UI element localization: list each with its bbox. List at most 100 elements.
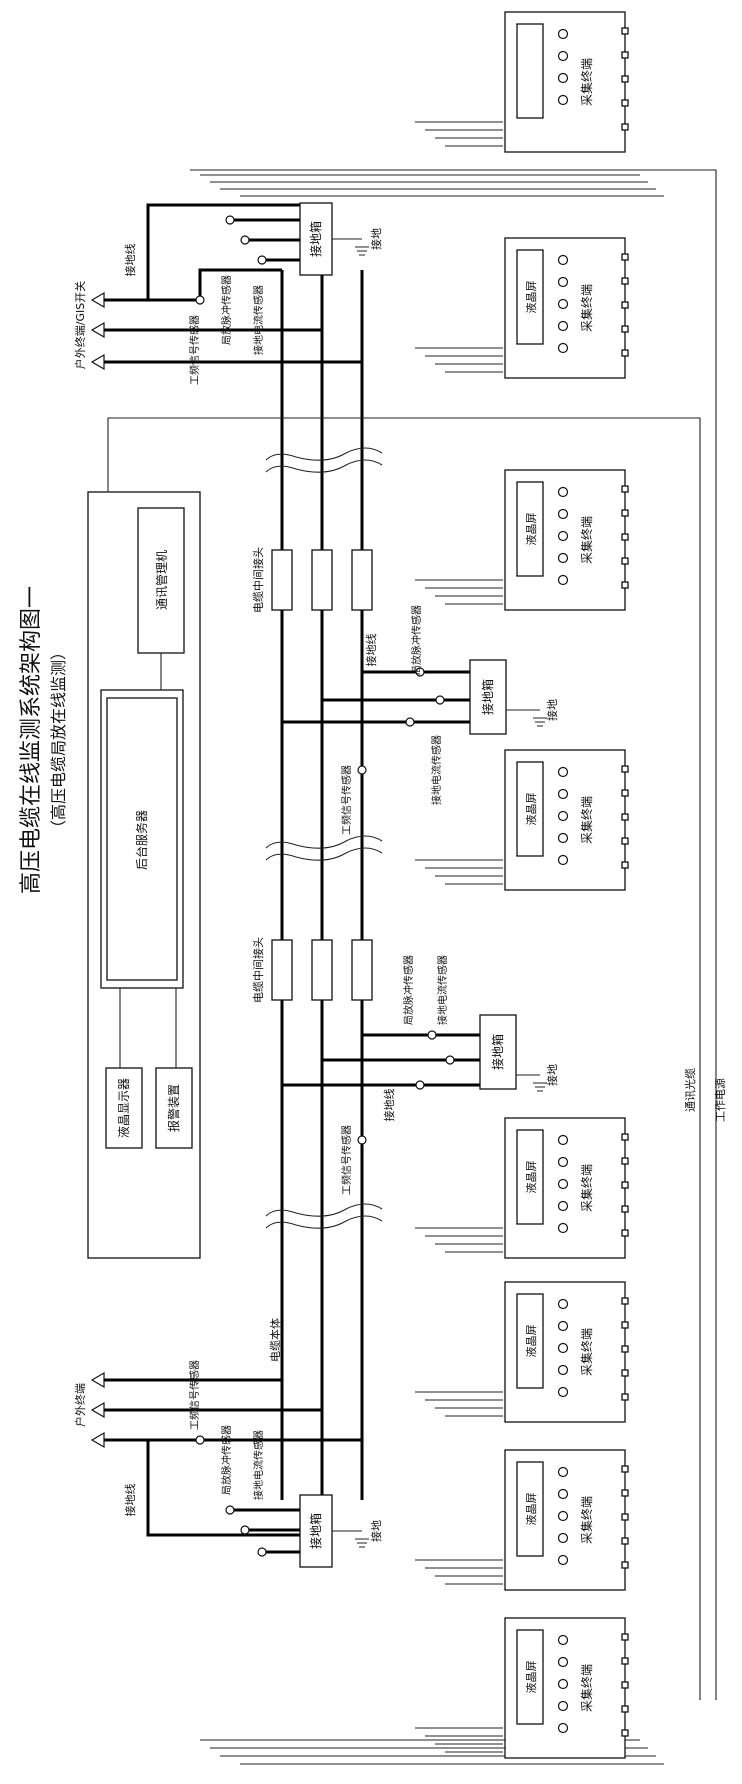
terminal-label-2: 采集终端 — [579, 284, 594, 332]
bottom-ground-label: 接地 — [370, 1520, 383, 1542]
bottom-pd-label: 局放脉冲传感器 — [220, 1425, 233, 1495]
lcd-display-box — [105, 1067, 143, 1149]
mid2-gc-label: 接地电流传感器 — [436, 955, 449, 1025]
terminal-arrow-bottom-3 — [90, 1431, 105, 1449]
terminal-port-1-1 — [621, 27, 629, 35]
indicator-light-8-5 — [557, 1722, 569, 1734]
terminal-arrow-top-3 — [90, 353, 105, 371]
terminal-wiring-4 — [415, 859, 503, 885]
collection-terminal-8: 液晶屏采集终端 — [415, 1617, 629, 1759]
terminal-port-2-1 — [621, 253, 629, 261]
top-ground-drop — [332, 238, 369, 256]
middle-section-1: 接地线 接地箱 接地 局放脉冲传感器 接地电流传感器 工频信号传感器 — [280, 605, 559, 835]
terminal-port-5-1 — [621, 1133, 629, 1141]
terminal-label-1: 采集终端 — [579, 58, 594, 106]
indicator-light-7-2 — [557, 1488, 569, 1500]
terminal-port-4-4 — [621, 837, 629, 845]
indicator-light-3-1 — [557, 486, 569, 498]
bottom-ground-box-label: 接地箱 — [308, 1513, 323, 1549]
top-gc-label: 接地电流传感器 — [252, 285, 265, 355]
terminal-port-7-3 — [621, 1513, 629, 1521]
joint-1a — [271, 549, 293, 611]
terminal-port-4-5 — [621, 861, 629, 869]
terminal-port-3-5 — [621, 581, 629, 589]
cable-body-label: 电缆本体 — [268, 1318, 282, 1362]
terminal-wiring-2 — [415, 347, 503, 373]
sensor-ring-mid1-3 — [405, 717, 415, 727]
lcd-screen-label-2: 液晶屏 — [524, 281, 538, 314]
joint-2-label: 电缆中间接头 — [252, 937, 265, 1003]
sensor-ring-bottom-3 — [257, 1547, 267, 1557]
diagram-subtitle: （高压电缆局放在线监测） — [49, 644, 68, 836]
terminal-port-1-2 — [621, 51, 629, 59]
terminal-port-3-3 — [621, 533, 629, 541]
terminal-wiring-5 — [415, 1227, 503, 1253]
lcd-screen-label-4: 液晶屏 — [524, 793, 538, 826]
backend-server-inner — [106, 697, 178, 981]
mid2-ground-box-label: 接地箱 — [490, 1034, 505, 1070]
joint-1-label: 电缆中间接头 — [252, 547, 265, 613]
collection-terminal-5: 液晶屏采集终端 — [415, 1117, 629, 1259]
mid2-ground-box — [479, 1014, 517, 1090]
indicator-light-1-2 — [557, 50, 569, 62]
terminal-label-3: 采集终端 — [579, 516, 594, 564]
terminal-port-4-1 — [621, 765, 629, 773]
power-label: 工作电源 — [713, 1078, 727, 1122]
indicator-light-6-4 — [557, 1364, 569, 1376]
alarm-box — [155, 1067, 193, 1149]
indicator-light-5-5 — [557, 1222, 569, 1234]
terminal-arrow-top-2 — [90, 321, 105, 339]
terminal-label-8: 采集终端 — [579, 1664, 594, 1712]
indicator-light-3-5 — [557, 574, 569, 586]
terminal-port-7-1 — [621, 1465, 629, 1473]
lcd-screen-label-7: 液晶屏 — [524, 1493, 538, 1526]
joint-2c — [351, 939, 373, 1001]
server-link — [119, 653, 177, 1068]
lcd-screen-3 — [516, 481, 544, 577]
indicator-light-4-5 — [557, 854, 569, 866]
mid1-gc-label: 接地电流传感器 — [430, 735, 443, 805]
bottom-pf-label: 工频信号传感器 — [188, 1360, 201, 1430]
indicator-light-5-3 — [557, 1178, 569, 1190]
sensor-ring-mid2-1 — [427, 1030, 437, 1040]
lcd-screen-7 — [516, 1461, 544, 1557]
top-terminal-section: 户外终端/GIS开关 接地线 接地箱 接地 工频信号传感器 局放脉冲传感器 接地… — [73, 202, 383, 385]
terminal-port-4-3 — [621, 813, 629, 821]
indicator-light-3-2 — [557, 508, 569, 520]
terminal-wiring-1 — [415, 121, 503, 147]
sensor-ring-mid1-4 — [357, 765, 367, 775]
terminal-wiring-6 — [415, 1391, 503, 1417]
collection-terminal-2: 液晶屏 采集终端 — [415, 237, 629, 379]
comm-manager-label: 通讯管理机 — [154, 550, 169, 610]
mid1-ground-drop — [506, 709, 547, 727]
middle-section-2: 局放脉冲传感器 接地电流传感器 接地箱 接地 接地线 工频信号传感器 — [280, 955, 559, 1195]
bottom-gb-lines — [230, 1508, 300, 1554]
terminal-port-2-3 — [621, 301, 629, 309]
terminal-port-8-2 — [621, 1657, 629, 1665]
terminal-port-7-5 — [621, 1561, 629, 1569]
terminal-port-8-3 — [621, 1681, 629, 1689]
terminal-port-1-5 — [621, 123, 629, 131]
sensor-ring-top-4 — [195, 295, 205, 305]
terminal-label-7: 采集终端 — [579, 1496, 594, 1544]
lcd-screen-6 — [516, 1293, 544, 1389]
mid2-pd-label: 局放脉冲传感器 — [402, 955, 415, 1025]
backend-server-label: 后台服务器 — [134, 810, 149, 870]
indicator-light-6-3 — [557, 1342, 569, 1354]
diagram-title: 高压电缆在线监测系统架构图一 — [19, 586, 44, 894]
alarm-label: 报警装置 — [166, 1084, 181, 1132]
terminal-port-6-3 — [621, 1345, 629, 1353]
sensor-ring-mid1-2 — [435, 695, 445, 705]
power-trunk — [190, 169, 717, 1700]
sensor-ring-mid2-2 — [445, 1055, 455, 1065]
bundle-top-1 — [200, 174, 664, 197]
indicator-light-6-2 — [557, 1320, 569, 1332]
indicator-light-5-4 — [557, 1200, 569, 1212]
joint-1c — [351, 549, 373, 611]
cable-joint-group-2: 电缆中间接头 — [252, 937, 373, 1003]
joint-1b — [311, 549, 333, 611]
terminal-port-6-4 — [621, 1369, 629, 1377]
terminal-port-8-4 — [621, 1705, 629, 1713]
